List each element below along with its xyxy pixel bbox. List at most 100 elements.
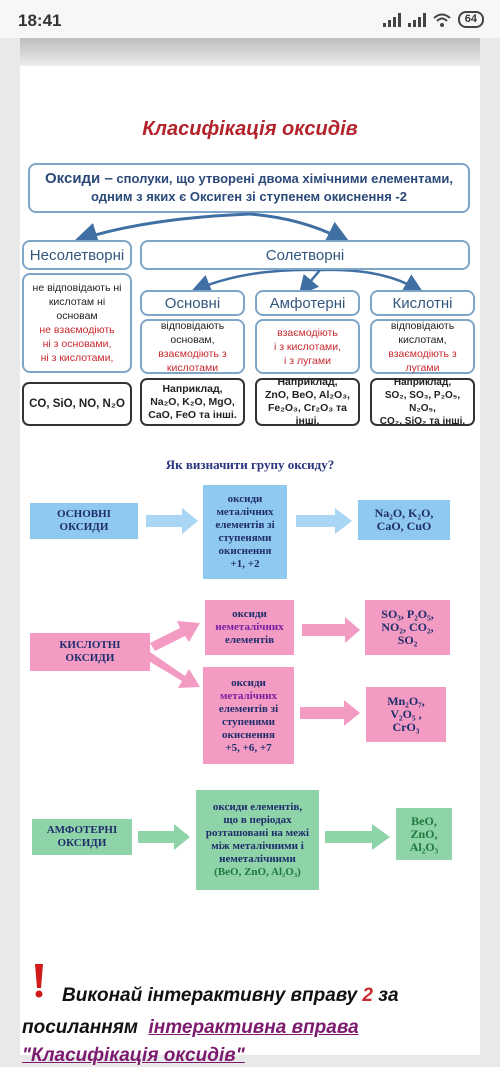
- rule-line: розташовані на межі: [205, 827, 310, 839]
- rule-line: між металічними і: [211, 840, 304, 852]
- task-line-1: Виконай інтерактивну вправу 2 за: [62, 985, 399, 1007]
- acidic-rule-nonmetal: оксиди неметалічних елементів: [205, 600, 294, 655]
- status-time: 18:41: [18, 11, 62, 30]
- example-line: CaO, FeO та інші.: [148, 408, 237, 421]
- acidic-example: Наприклад, SO₂, SO₃, P₂O₅, N₂O₅, CO₂, Si…: [370, 377, 475, 427]
- signal-icon: [382, 12, 401, 27]
- arrow-acidic-2: [300, 700, 360, 726]
- non-salt-header: Несолетворні: [22, 240, 132, 270]
- rule-line: металічних: [216, 506, 274, 518]
- rule-line: оксиди: [227, 493, 263, 505]
- example-line: CO₂, SiO₂ та інші.: [379, 416, 466, 427]
- amphoteric-example: Наприклад, ZnO, BeO, Al₂O₃, Fe₂O₃, Cr₂O₃…: [255, 376, 360, 427]
- header-image: [20, 38, 480, 66]
- desc-line: основам,: [170, 333, 215, 346]
- task-text: за: [378, 985, 399, 1006]
- desc-line: відповідають: [390, 319, 455, 332]
- example-line: Na₂O, K₂O, MgO,: [150, 395, 235, 408]
- definition-text-1: сполуки, що утворені двома хімічними еле…: [116, 171, 453, 186]
- battery-icon: 64: [457, 11, 484, 28]
- arrow-basic-2: [296, 508, 352, 534]
- rule-line: металічних: [219, 689, 278, 702]
- task-line-2: посиланням інтерактивна вправа: [22, 1017, 359, 1039]
- interactive-exercise-link[interactable]: інтерактивна вправа: [148, 1017, 359, 1038]
- rule-line: +1, +2: [230, 558, 260, 570]
- wifi-icon: [433, 13, 451, 27]
- pink-arrows: [147, 617, 360, 726]
- task-number: 2: [362, 985, 373, 1006]
- desc-line: відповідають: [160, 319, 225, 332]
- example-line: Fe₂O₃, Cr₂O₃ та інші.: [267, 402, 348, 427]
- desc-line: ні з основами,: [42, 338, 112, 350]
- amphoteric-desc: взаємодіють і з кислотами, і з лугами: [255, 319, 360, 374]
- desc-line: взаємодіють з: [158, 347, 227, 360]
- desc-line: взаємодіють: [277, 326, 338, 339]
- basic-examples: Na₂O, K₂O, CaO, CuO: [358, 500, 450, 540]
- desc-line: кислотам,: [398, 333, 447, 346]
- rule-line: +5, +6, +7: [225, 741, 272, 754]
- desc-line: основам: [56, 310, 98, 322]
- arrow-to-acidic: [319, 268, 424, 293]
- task-text: Виконай інтерактивну вправу: [62, 985, 358, 1006]
- example-line: Наприклад,: [393, 377, 452, 388]
- arrow-acidic-1: [302, 617, 360, 643]
- amphoteric-oxides-label: АМФОТЕРНІ ОКСИДИ: [32, 819, 132, 855]
- label-line: АМФОТЕРНІ: [46, 824, 118, 836]
- amphoteric-rule: оксиди елементів, що в періодах розташов…: [196, 790, 319, 890]
- task-text: посиланням: [22, 1017, 138, 1038]
- non-salt-example: CO, SiO, NO, N₂O: [22, 382, 132, 426]
- example-line: Na₂O, K₂O,: [374, 506, 434, 520]
- desc-line: ні з кислотами,: [40, 352, 114, 364]
- rule-line: окиснення: [218, 545, 272, 557]
- desc-line: кислотами: [166, 361, 219, 374]
- salt-header: Солетворні: [140, 240, 470, 270]
- arrow-to-amphoteric: [298, 269, 321, 296]
- non-salt-desc: не відповідають ні кислотам ні основам н…: [22, 273, 132, 373]
- arrow-to-non-salt: [73, 212, 251, 246]
- arrow-acidic-up: [150, 621, 200, 651]
- label-line: КИСЛОТНІ: [59, 639, 121, 651]
- rule-line: оксиди: [232, 608, 267, 620]
- example-line: CaO, CuO: [376, 519, 432, 533]
- arrow-amphoteric-2: [325, 824, 390, 850]
- basic-desc: відповідають основам, взаємодіють з кисл…: [140, 319, 245, 374]
- arrow-basic-1: [146, 508, 198, 534]
- basic-header: Основні: [140, 290, 245, 316]
- status-bar: 18:41 64: [0, 0, 500, 38]
- example-line: Наприклад,: [162, 382, 223, 395]
- definition-box: Оксиди – сполуки, що утворені двома хімі…: [28, 163, 470, 213]
- rule-line: елементів зі: [218, 702, 279, 715]
- task-line-3[interactable]: "Класифікація оксидів": [22, 1045, 245, 1066]
- acidic-examples-nonmetal: SO₃, P₂O₅, NO₂, CO₂, SO₂: [365, 600, 450, 655]
- rule-line: неметалічними: [219, 853, 296, 865]
- exclamation-icon: [35, 964, 43, 998]
- acidic-rule-metal: оксиди металічних елементів зі ступенями…: [203, 667, 294, 764]
- desc-line: взаємодіють з: [388, 347, 457, 360]
- blue-arrows: [146, 508, 352, 534]
- how-to-question: Як визначити групу оксиду?: [165, 457, 335, 472]
- rule-line: неметалічних: [215, 621, 284, 633]
- status-icons: 64: [382, 11, 484, 28]
- example-line: CrO₃: [392, 720, 420, 734]
- acidic-examples-metal: Mn₂O₇, V₂O₅ , CrO₃: [366, 687, 446, 742]
- desc-line: не відповідають ні: [32, 282, 122, 294]
- rule-line: окиснення: [222, 728, 275, 741]
- basic-rule: оксиди металічних елементів зі ступенями…: [203, 485, 287, 579]
- green-arrows: [138, 824, 390, 850]
- page-title: Класифікація оксидів: [142, 118, 358, 140]
- acidic-header: Кислотні: [370, 290, 475, 316]
- label-line: ОКСИДИ: [57, 837, 107, 849]
- rule-line: (BeO, ZnO, Al₂O₃): [214, 866, 301, 878]
- definition-term: Оксиди –: [45, 170, 113, 187]
- rule-line: ступенями: [222, 715, 275, 728]
- label-line: ОКСИДИ: [65, 652, 115, 664]
- basic-oxides-label: ОСНОВНІ ОКСИДИ: [30, 503, 138, 539]
- arrow-to-salt: [249, 212, 351, 244]
- example-line: V₂O₅ ,: [390, 707, 422, 721]
- acidic-oxides-label: КИСЛОТНІ ОКСИДИ: [30, 633, 150, 671]
- rule-line: елементів зі: [215, 519, 275, 531]
- rule-line: що в періодах: [223, 814, 292, 826]
- amphoteric-header: Амфотерні: [255, 290, 360, 316]
- desc-line: лугами: [405, 361, 440, 374]
- desc-line: не взаємодіють: [39, 324, 115, 336]
